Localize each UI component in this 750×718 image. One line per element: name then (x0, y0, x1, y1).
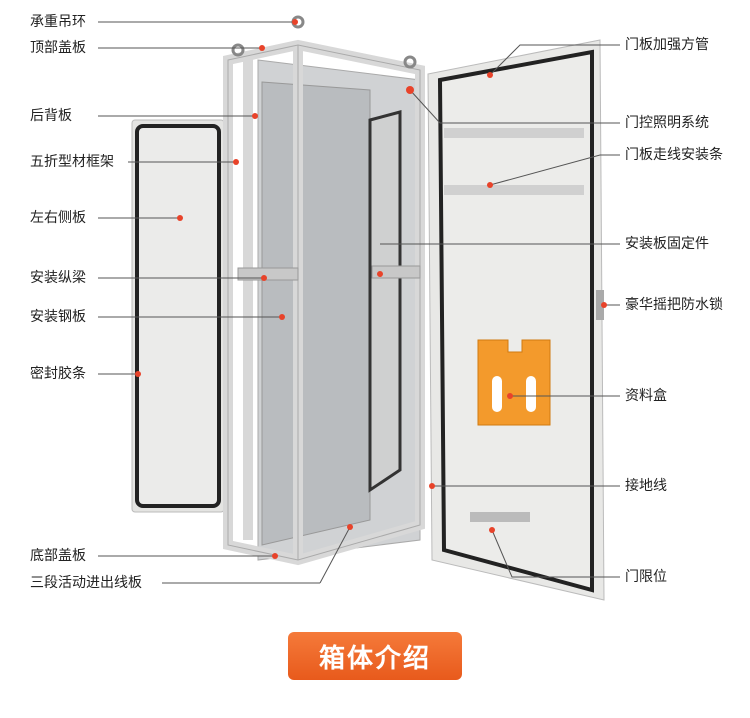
label-back-panel: 后背板 (30, 108, 72, 124)
section-title-badge: 箱体介绍 (288, 632, 462, 680)
label-door-lighting: 门控照明系统 (625, 115, 709, 131)
label-door-reinforcement: 门板加强方管 (625, 37, 709, 53)
label-seal-strip: 密封胶条 (30, 366, 86, 382)
label-ground-wire: 接地线 (625, 478, 667, 494)
label-door-wiring-strip: 门板走线安装条 (625, 147, 723, 163)
label-rail: 安装纵梁 (30, 270, 86, 286)
label-waterproof-lock: 豪华摇把防水锁 (625, 297, 723, 313)
label-document-box: 资料盒 (625, 388, 667, 404)
mounting-plate (261, 81, 371, 546)
label-side-panels: 左右侧板 (30, 210, 86, 226)
label-bottom-cover: 底部盖板 (30, 548, 86, 564)
label-mounting-plate: 安装钢板 (30, 309, 86, 325)
marker-dots (135, 19, 607, 559)
label-door-stop: 门限位 (625, 569, 667, 585)
label-frame: 五折型材框架 (30, 154, 114, 170)
seal-strip (135, 124, 221, 508)
label-plate-fixture: 安装板固定件 (625, 236, 709, 252)
label-top-cover: 顶部盖板 (30, 40, 86, 56)
label-cable-entry-plate: 三段活动进出线板 (30, 575, 142, 591)
document-box (477, 339, 551, 426)
label-lifting-eye: 承重吊环 (30, 14, 86, 30)
